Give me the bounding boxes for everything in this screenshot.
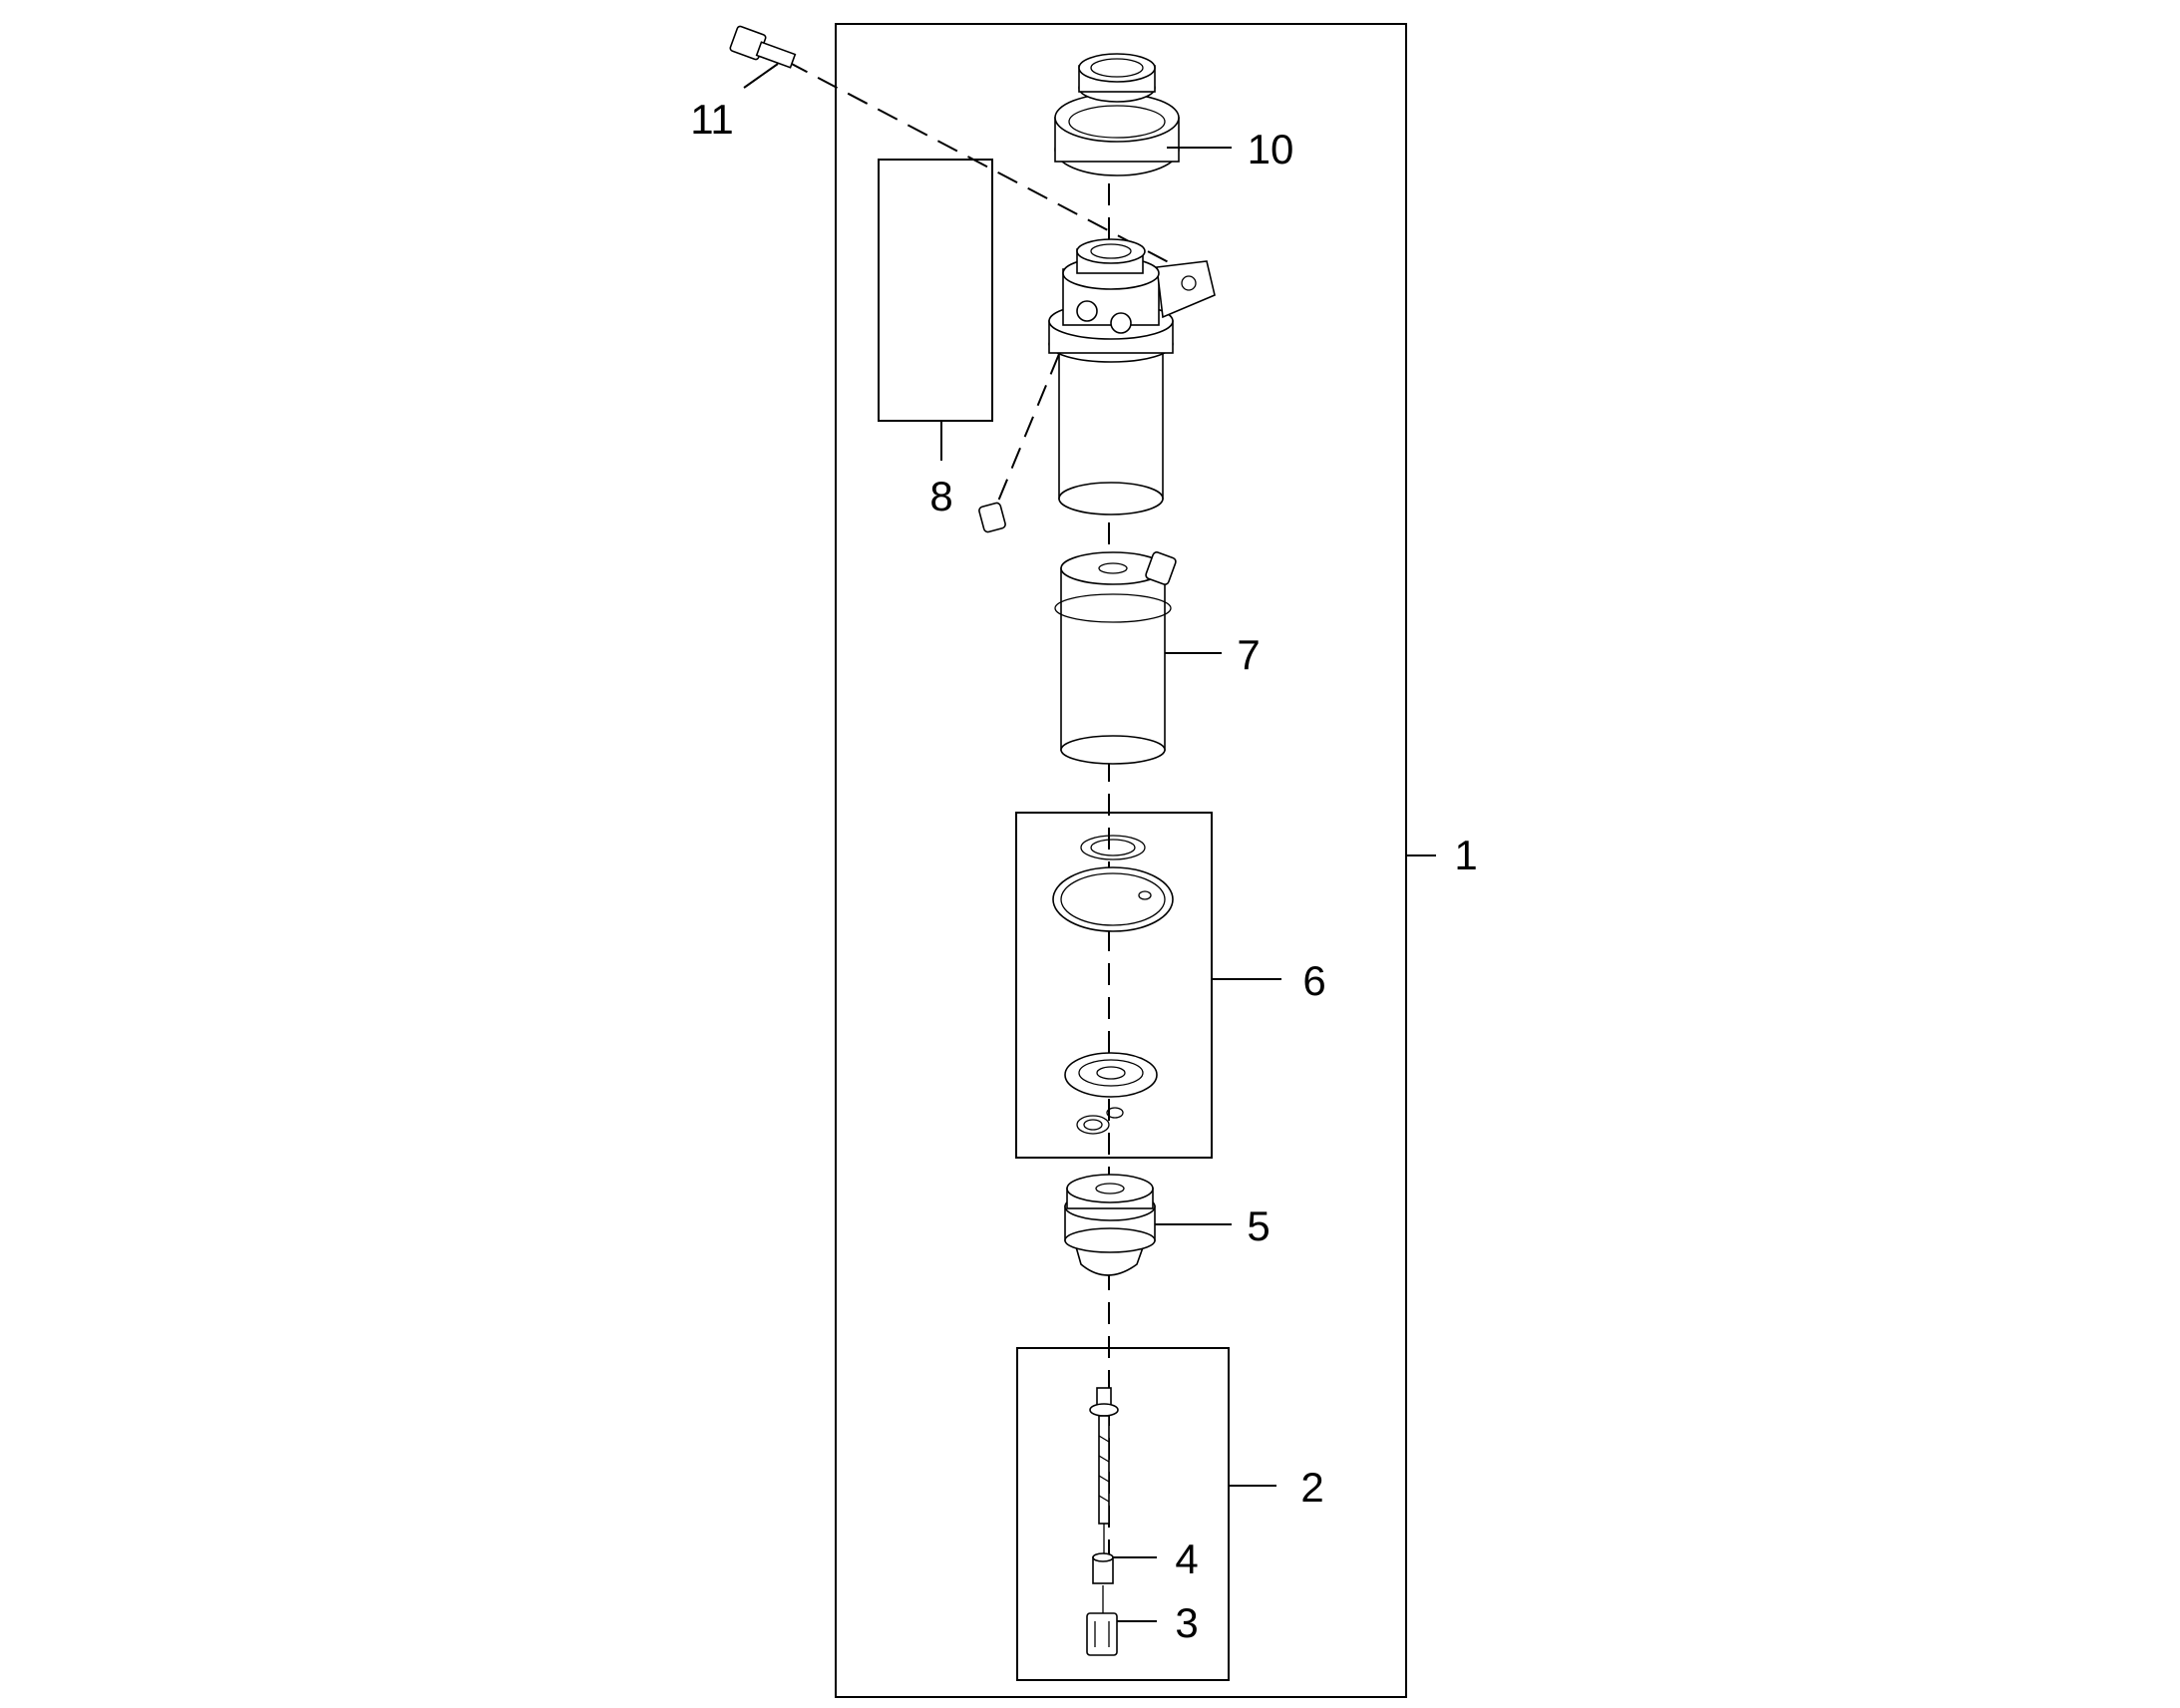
bowl-5 xyxy=(1064,1174,1156,1276)
label-box xyxy=(878,159,993,422)
seal-kit-box xyxy=(1015,812,1213,1159)
callout-10: 10 xyxy=(1248,126,1294,172)
callout-1: 1 xyxy=(1454,832,1477,878)
filter-element-7 xyxy=(1054,551,1177,765)
cap-10 xyxy=(1054,53,1180,176)
callout-6: 6 xyxy=(1302,957,1325,1004)
callout-2: 2 xyxy=(1300,1464,1323,1511)
sensor-kit-box xyxy=(1016,1347,1230,1681)
callout-11: 11 xyxy=(690,96,734,143)
callout-4: 4 xyxy=(1175,1536,1198,1582)
seal-kit-6 xyxy=(1052,835,1174,1135)
sensor-2 xyxy=(1089,1387,1119,1557)
callout-3: 3 xyxy=(1175,1599,1198,1646)
bolt-11 xyxy=(729,25,797,69)
callout-7: 7 xyxy=(1237,631,1260,678)
callout-8: 8 xyxy=(929,473,952,519)
bolt-axis xyxy=(787,61,1183,270)
connector-3 xyxy=(1086,1612,1118,1656)
drain-plug xyxy=(978,502,1006,533)
plug-axis xyxy=(996,353,1060,505)
callout-5: 5 xyxy=(1247,1202,1270,1249)
filter-head xyxy=(1048,238,1216,515)
leader-11 xyxy=(743,63,779,89)
clip-4 xyxy=(1092,1552,1114,1613)
assembly-frame xyxy=(835,23,1407,1698)
